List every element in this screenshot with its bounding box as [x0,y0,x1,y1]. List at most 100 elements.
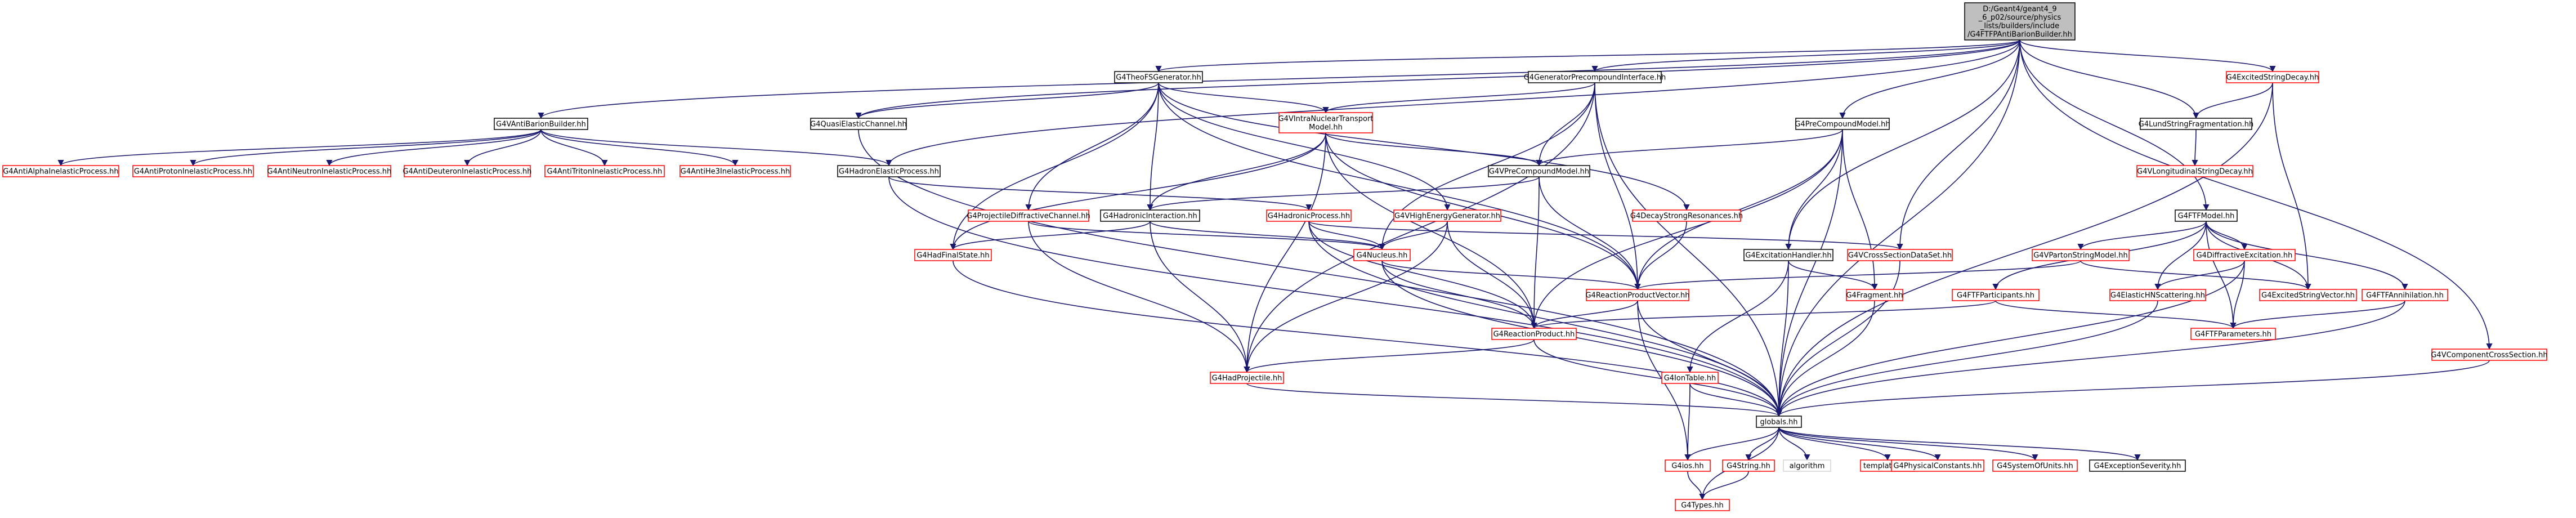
node-box-excitationhandler [1743,249,1833,261]
node-excitationhandler[interactable]: G4ExcitationHandler.hh [1743,249,1833,261]
node-root[interactable]: D:/Geant4/geant4_9_6_p02/source/physics_… [1964,2,2076,41]
node-physconst[interactable]: G4PhysicalConstants.hh [1891,459,1984,472]
edge-root-to-quasielastic [855,39,2020,119]
node-box-vprecompmodel [1488,165,1590,177]
node-label-vlongstr: G4VLongitudinalStringDecay.hh [2137,168,2253,176]
edge-g4ios-to-g4types [1687,471,1706,501]
node-label-vpartonstr: G4VPartonStringModel.hh [2033,252,2128,260]
node-antihe3[interactable]: G4AntiHe3InelasticProcess.hh [679,165,791,177]
node-g4ios[interactable]: G4ios.hh [1665,459,1711,472]
node-label-vhighenergy: G4VHighEnergyGenerator.hh [1394,212,1500,221]
node-reactprodvec[interactable]: G4ReactionProductVector.hh [1585,289,1690,301]
node-g4string[interactable]: G4String.hh [1722,459,1775,472]
node-elastichn[interactable]: G4ElasticHNScattering.hh [2109,289,2206,301]
node-fragment[interactable]: G4Fragment.hh [1846,289,1903,301]
edge-vcompcross-to-globals [1776,360,2490,417]
node-globals[interactable]: globals.hh [1756,416,1802,428]
edge-precompmodel-to-reactprod [1531,129,1843,329]
edge-ftfmodel-to-elastichn [2154,221,2207,291]
node-antialpha[interactable]: G4AntiAlphaInelasticProcess.hh [2,165,119,177]
edge-genprecomp-to-reactprodvec [1594,82,1641,291]
node-diffexc[interactable]: G4DiffractiveExcitation.hh [2193,249,2296,261]
node-projdiffr[interactable]: G4ProjectileDiffractiveChannel.hh [967,209,1090,222]
edge-elastichn-to-globals [1776,300,2158,417]
node-ftfannih[interactable]: G4FTFAnnihilation.hh [2362,289,2448,301]
edge-globals-to-g4ios [1684,427,1779,461]
node-algorithm[interactable]: algorithm [1783,459,1831,472]
edge-precompmodel-to-excitationhandler [1785,129,1843,251]
edge-diffexc-to-ftfparams [2230,260,2245,329]
node-label-decaystrres: G4DecayStrongResonances.hh [1630,212,1743,221]
edge-theofs-to-projdiffr [1025,82,1159,211]
node-vantibarion[interactable]: G4VAntiBarionBuilder.hh [494,118,588,130]
node-label-vprecompmodel: G4VPreCompoundModel.hh [1489,168,1589,176]
node-box-root [1964,2,2076,41]
node-box-fragment [1846,289,1903,301]
edge-root-to-hadronelastic [886,39,2020,167]
node-box-ftfmodel [2175,209,2238,222]
edge-theofs-to-hadinteraction [1147,82,1159,211]
node-label-vintranuc-1: G4VIntraNuclearTransport [1278,115,1374,123]
edge-reactprodvec-to-globals [1637,300,1782,417]
node-hadronicproc[interactable]: G4HadronicProcess.hh [1266,209,1352,222]
node-excstrdecay[interactable]: G4ExcitedStringDecay.hh [2226,71,2319,83]
node-reactprod[interactable]: G4ReactionProduct.hh [1491,328,1577,340]
node-box-antitriton [544,165,665,177]
node-g4types[interactable]: G4Types.hh [1675,499,1730,511]
node-label-lundstring: G4LundStringFragmentation.hh [2139,120,2253,129]
edge-theofs-to-vhighenergy [1158,82,1451,211]
node-antideuteron[interactable]: G4AntiDeuteronInelasticProcess.hh [403,165,532,177]
edge-vpartonstr-to-reactprodvec [1634,260,2081,291]
node-excseverity[interactable]: G4ExceptionSeverity.hh [2089,459,2186,472]
node-ftfmodel[interactable]: G4FTFModel.hh [2175,209,2238,222]
node-nucleus[interactable]: G4Nucleus.hh [1353,249,1411,261]
node-ftfparams[interactable]: G4FTFParameters.hh [2190,328,2276,340]
edge-projdiffr-to-nucleus [1028,221,1385,251]
edge-root-to-excstrdecay [2019,39,2276,73]
node-label-g4ios: G4ios.hh [1671,462,1703,471]
node-sysunits[interactable]: G4SystemOfUnits.hh [1992,459,2078,472]
edge-nucleus-to-reactprodvec [1381,260,1641,291]
node-iontable[interactable]: G4IonTable.hh [1661,372,1719,384]
node-ftfparticipants[interactable]: G4FTFParticipants.hh [1952,289,2040,301]
edges-layer [57,39,2493,501]
edge-reactprodvec-to-reactprod [1531,300,1638,329]
node-vhighenergy[interactable]: G4VHighEnergyGenerator.hh [1393,209,1501,222]
node-box-g4ios [1665,459,1711,472]
node-label-antiproton: G4AntiProtonInelasticProcess.hh [134,168,252,176]
node-decaystrres[interactable]: G4DecayStrongResonances.hh [1630,209,1743,222]
node-genprecomp[interactable]: G4GeneratorPrecompoundInterface.hh [1524,71,1666,83]
edge-diffexc-to-globals [1776,260,2245,417]
node-box-projdiffr [968,209,1089,222]
node-vpartonstr[interactable]: G4VPartonStringModel.hh [2032,249,2130,261]
node-label-antideuteron: G4AntiDeuteronInelasticProcess.hh [403,168,532,176]
node-hadfinalstate[interactable]: G4HadFinalState.hh [914,249,992,261]
edge-precompmodel-to-fragment [1842,129,1878,291]
node-lundstring[interactable]: G4LundStringFragmentation.hh [2139,118,2253,130]
node-label-globals: globals.hh [1760,418,1797,427]
node-vcrosssec[interactable]: G4VCrossSectionDataSet.hh [1847,249,1953,261]
node-hadronelastic[interactable]: G4HadronElasticProcess.hh [837,165,941,177]
edge-projdiffr-to-hadprojectile [1028,221,1250,373]
edge-iontable-to-g4ios [1684,383,1691,461]
node-precompmodel[interactable]: G4PreCompoundModel.hh [1795,118,1890,130]
node-excstrvec[interactable]: G4ExcitedStringVector.hh [2259,289,2357,301]
edge-ftfmodel-to-ftfparams [2206,221,2237,329]
node-hadprojectile[interactable]: G4HadProjectile.hh [1210,372,1284,384]
node-vlongstr[interactable]: G4VLongitudinalStringDecay.hh [2136,165,2253,177]
edge-theofs-to-decaystrres [1158,82,1690,211]
node-quasielastic[interactable]: G4QuasiElasticChannel.hh [810,118,907,130]
node-antineutron[interactable]: G4AntiNeutronInelasticProcess.hh [267,165,392,177]
edge-genprecomp-to-hadprojectile [1244,82,1595,373]
node-vcompcross[interactable]: G4VComponentCrossSection.hh [2431,349,2548,361]
node-vprecompmodel[interactable]: G4VPreCompoundModel.hh [1488,165,1590,177]
node-antiproton[interactable]: G4AntiProtonInelasticProcess.hh [132,165,254,177]
edge-hadinteraction-to-nucleus [1150,221,1385,251]
edge-root-to-excitationhandler [1785,39,2020,251]
node-antitriton[interactable]: G4AntiTritonInelasticProcess.hh [544,165,665,177]
node-label-hadprojectile: G4HadProjectile.hh [1212,374,1282,383]
node-theofs[interactable]: G4TheoFSGenerator.hh [1114,71,1203,83]
node-box-hadronelastic [837,165,941,177]
node-hadinteraction[interactable]: G4HadronicInteraction.hh [1100,209,1200,222]
